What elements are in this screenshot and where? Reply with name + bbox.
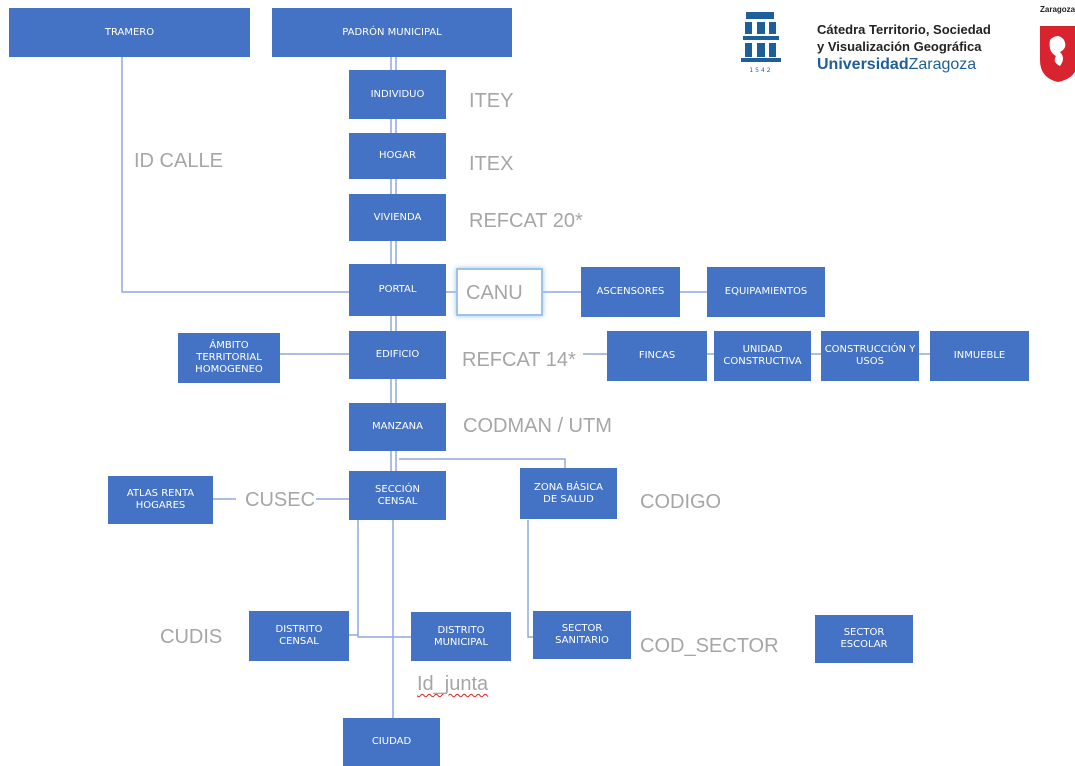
node-atlas-renta: ATLAS RENTA HOGARES xyxy=(108,476,213,524)
node-equipamientos: EQUIPAMIENTOS xyxy=(707,267,825,317)
node-manzana: MANZANA xyxy=(349,403,446,451)
chair-title-line1: Cátedra Territorio, Sociedad xyxy=(817,22,991,37)
university-name: UniversidadZaragoza xyxy=(817,56,976,74)
seal-year: 1542 xyxy=(749,67,773,74)
label-codigo: CODIGO xyxy=(640,491,722,513)
city-shield-icon xyxy=(1038,22,1075,84)
node-portal: PORTAL xyxy=(349,264,446,316)
node-construccion-usos: CONSTRUCCIÓN Y USOS xyxy=(821,331,919,381)
label-itex: ITEX xyxy=(469,153,514,175)
node-ascensores: ASCENSORES xyxy=(581,267,680,317)
university-name-bold: Universidad xyxy=(817,56,909,73)
node-inmueble: INMUEBLE xyxy=(930,331,1029,381)
label-cusec: CUSEC xyxy=(245,489,316,511)
node-padron-municipal: PADRÓN MUNICIPAL xyxy=(272,8,512,57)
university-seal-icon: 1542 xyxy=(738,6,784,78)
node-zona-basica-salud: ZONA BÁSICA DE SALUD xyxy=(520,468,617,519)
label-canu: CANU xyxy=(466,282,523,304)
label-id-calle: ID CALLE xyxy=(134,150,223,172)
node-tramero: TRAMERO xyxy=(9,8,250,57)
node-vivienda: VIVIENDA xyxy=(349,194,446,241)
label-id-junta: Id_junta xyxy=(417,673,489,695)
label-cudis: CUDIS xyxy=(160,626,223,648)
node-seccion-censal: SECCIÓN CENSAL xyxy=(349,471,446,520)
node-unidad-constructiva: UNIDAD CONSTRUCTIVA xyxy=(714,331,811,381)
label-refcat14: REFCAT 14* xyxy=(462,349,576,371)
node-distrito-censal: DISTRITO CENSAL xyxy=(249,611,349,661)
node-ciudad: CIUDAD xyxy=(343,718,440,766)
canu-highlight-frame xyxy=(456,268,543,316)
corner-logo-text: Zaragoza xyxy=(1040,5,1075,14)
node-individuo: INDIVIDUO xyxy=(349,70,446,119)
label-itey: ITEY xyxy=(469,90,514,112)
university-name-city: Zaragoza xyxy=(908,56,977,73)
node-fincas: FINCAS xyxy=(607,331,707,381)
node-sector-sanitario: SECTOR SANITARIO xyxy=(533,611,631,659)
label-refcat20: REFCAT 20* xyxy=(469,210,583,232)
node-edificio: EDIFICIO xyxy=(349,331,446,379)
label-cod-sector: COD_SECTOR xyxy=(640,635,779,657)
node-hogar: HOGAR xyxy=(349,133,446,179)
label-codman-utm: CODMAN / UTM xyxy=(463,415,612,437)
node-distrito-municipal: DISTRITO MUNICIPAL xyxy=(411,612,511,661)
node-sector-escolar: SECTOR ESCOLAR xyxy=(815,615,913,663)
chair-title-line2: y Visualización Geográfica xyxy=(817,39,982,54)
node-ambito-territorial: ÁMBITO TERRITORIAL HOMOGENEO xyxy=(178,333,280,383)
